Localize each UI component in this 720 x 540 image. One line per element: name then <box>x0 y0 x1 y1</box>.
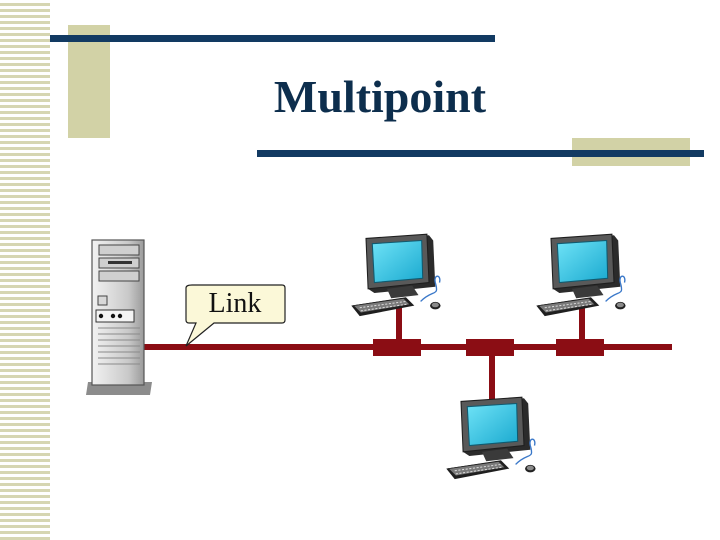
tap-connector-2 <box>466 339 514 356</box>
workstation-2-icon <box>535 233 627 317</box>
tap-connector-1 <box>373 339 421 356</box>
workstation-1-icon <box>350 233 442 317</box>
slide-title: Multipoint <box>273 71 487 122</box>
link-label: Link <box>208 288 262 319</box>
accent-square-top <box>68 25 110 138</box>
server-tower-icon <box>86 239 152 395</box>
tap-connector-3 <box>556 339 604 356</box>
workstation-3-icon <box>445 396 537 480</box>
title-rule-top <box>50 35 495 42</box>
link-callout <box>185 284 286 347</box>
title-rule-bottom <box>257 150 704 157</box>
striped-side-border <box>0 0 50 540</box>
